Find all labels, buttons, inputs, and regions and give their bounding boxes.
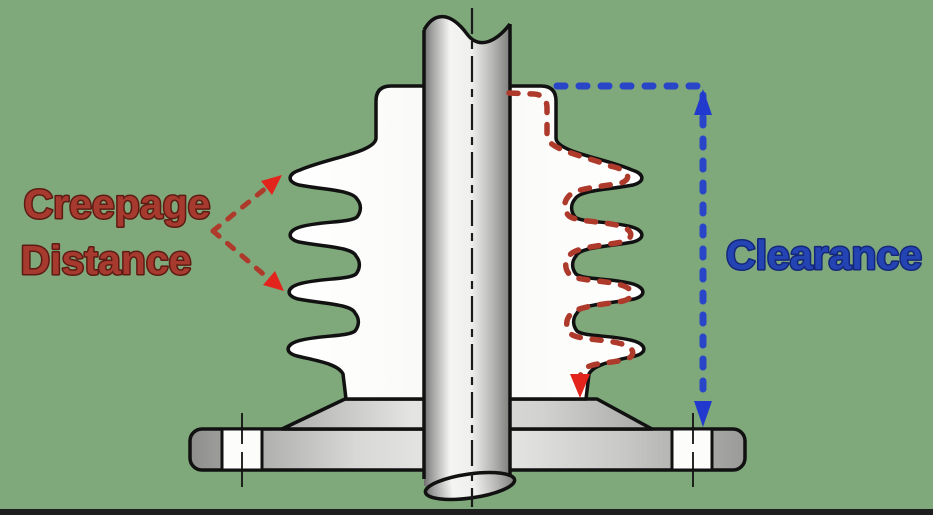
bottom-edge-bar xyxy=(0,509,933,515)
clearance-arrowhead-up xyxy=(694,89,712,115)
creepage-path xyxy=(506,90,636,379)
creepage-leader-lower-arrowhead xyxy=(263,271,284,291)
creepage-leader-lower xyxy=(210,228,272,282)
clearance-label: Clearance xyxy=(726,232,922,278)
creepage-label-line2: Distance xyxy=(21,237,192,283)
bolt-hole-right xyxy=(670,427,714,472)
creepage-label-line1: Creepage xyxy=(24,181,211,227)
rod-top-cap xyxy=(422,14,512,45)
creepage-leader-upper xyxy=(210,185,269,234)
clearance-arrowhead-down xyxy=(694,401,712,427)
creepage-leader-upper-arrowhead xyxy=(261,175,282,195)
creepage-path-arrowhead xyxy=(570,374,590,398)
insulator-body-left xyxy=(286,84,468,401)
conductor-rod xyxy=(424,16,510,487)
